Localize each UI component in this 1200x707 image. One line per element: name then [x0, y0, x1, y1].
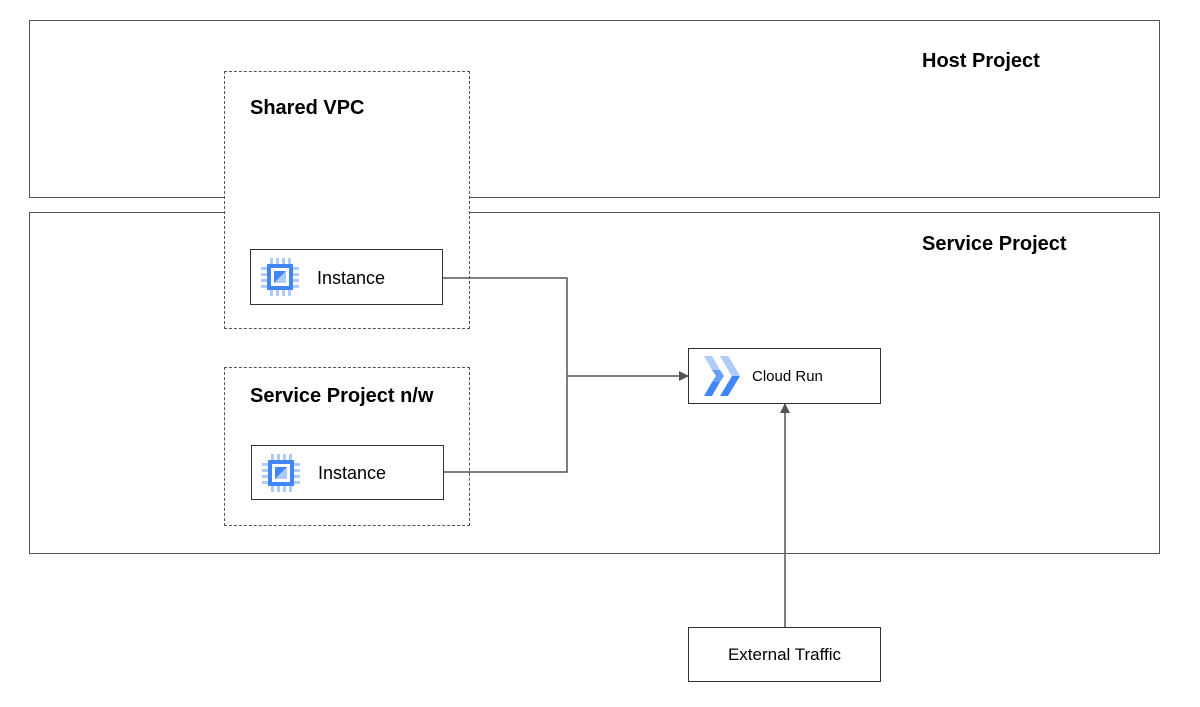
cloud-run-label: Cloud Run	[752, 368, 823, 385]
compute-engine-chip-icon	[260, 452, 302, 494]
service-project-instance-label: Instance	[318, 463, 387, 483]
compute-engine-chip-icon	[259, 256, 301, 298]
shared-vpc-instance-to-cloud-run-line	[443, 277, 568, 376]
shared-vpc-instance-label: Instance	[317, 268, 386, 288]
service-project-title: Service Project	[922, 233, 1067, 255]
host-project-title: Host Project	[922, 50, 1040, 72]
service-instance-to-cloud-run-line	[444, 376, 568, 473]
external-traffic-label: External Traffic	[727, 645, 842, 664]
service-project-network-title: Service Project n/w	[250, 385, 434, 407]
host-project-boundary	[29, 20, 1160, 198]
external-traffic-node[interactable]	[688, 627, 881, 682]
cloud-run-icon	[700, 354, 746, 398]
shared-vpc-title: Shared VPC	[250, 97, 365, 119]
service-project-boundary	[29, 212, 1160, 554]
